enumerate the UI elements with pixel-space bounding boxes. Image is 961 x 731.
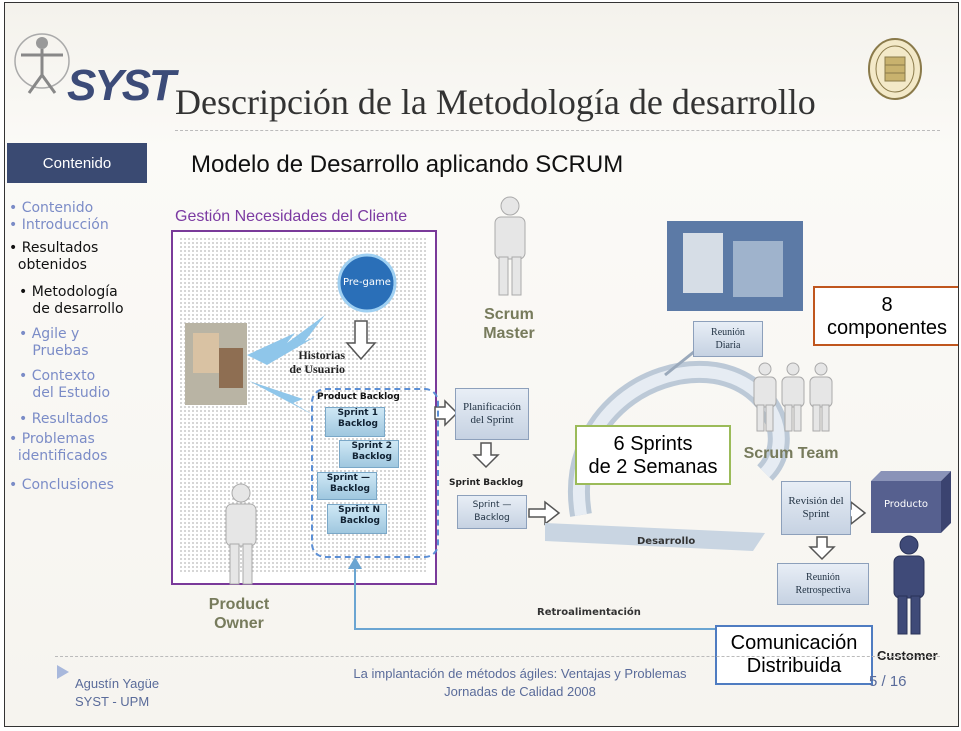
pregame-label: Pre-game: [343, 277, 391, 288]
sidebar-item-resultados[interactable]: • Resultados: [19, 411, 109, 427]
section-subtitle: Modelo de Desarrollo aplicando SCRUM: [191, 151, 624, 178]
diagram-graphics: [57, 196, 951, 679]
product-backlog-group: [311, 388, 439, 558]
slide: SYST Descripción de la Metodología de de…: [4, 2, 959, 727]
client-needs-label: Gestión Necesidades del Cliente: [175, 208, 408, 225]
sprint-backlog-box: Sprint — Backlog: [457, 495, 527, 529]
sidebar-item-introduccion[interactable]: • Introducción: [9, 217, 109, 233]
producto-label: Producto: [883, 499, 929, 510]
customer-label: Customer: [877, 648, 938, 663]
sidebar-item-contenido[interactable]: • Contenido: [9, 200, 94, 216]
sidebar-item-problemas[interactable]: • Problemas identificados: [9, 431, 108, 464]
footer-talk: La implantación de métodos ágiles: Venta…: [353, 666, 687, 699]
sidebar-heading: Contenido: [7, 143, 147, 183]
sprint-dash-backlog: Sprint —Backlog: [317, 472, 377, 500]
page-title: Descripción de la Metodología de desarro…: [175, 82, 816, 122]
upm-seal-icon: [867, 37, 923, 101]
sprint-backlog-title: Sprint Backlog: [449, 478, 524, 488]
desarrollo-label: Desarrollo: [637, 536, 696, 547]
product-backlog-title: Product Backlog: [317, 392, 400, 402]
sidebar-item-conclusiones[interactable]: • Conclusiones: [9, 477, 114, 493]
sidebar-item-metodologia[interactable]: • Metodología de desarrollo: [19, 284, 124, 317]
vitruvian-logo: [11, 23, 73, 103]
sidebar-item-agile-pruebas[interactable]: • Agile y Pruebas: [19, 326, 89, 359]
sidebar-item-contexto[interactable]: • Contexto del Estudio: [19, 368, 111, 401]
page-number: 5 / 16: [869, 673, 907, 690]
sidebar-item-resultados-obtenidos[interactable]: • Resultados obtenidos: [9, 240, 99, 273]
title-divider: [175, 130, 940, 131]
scrum-team-label: Scrum Team: [743, 445, 839, 462]
feedback-label: Retroalimentación: [537, 607, 641, 618]
syst-logo: SYST: [67, 61, 176, 110]
footer-divider: [55, 656, 940, 657]
